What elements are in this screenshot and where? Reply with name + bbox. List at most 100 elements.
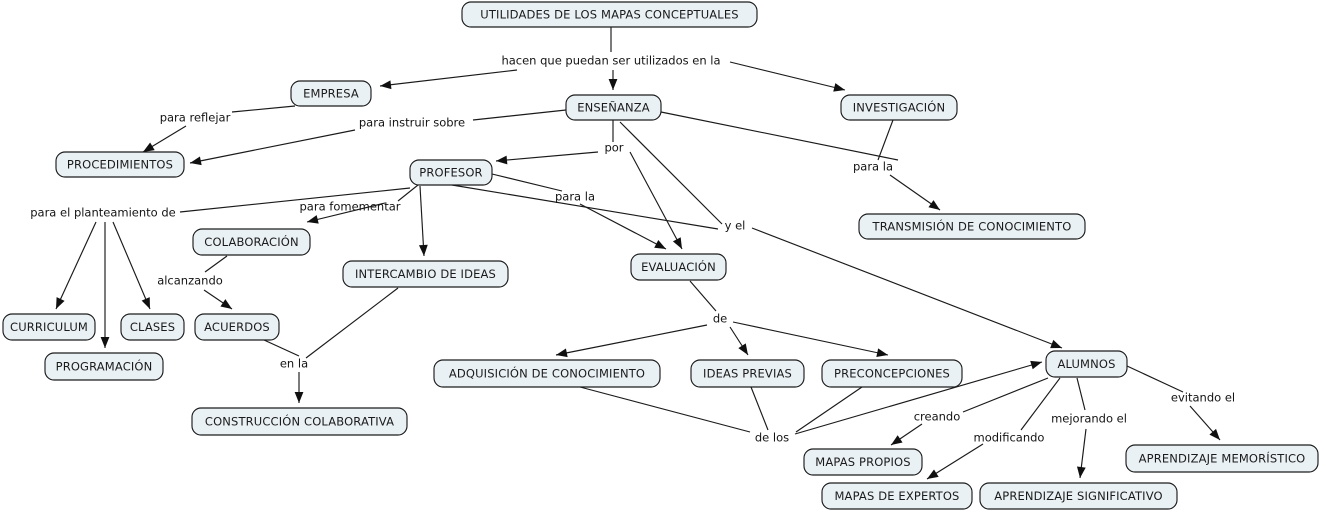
concept-node-ensenanza[interactable]: ENSEÑANZA	[565, 94, 662, 121]
arrow-head-icon	[928, 200, 940, 210]
node-box[interactable]	[55, 151, 185, 178]
edge	[491, 173, 563, 192]
node-box[interactable]	[290, 80, 372, 107]
concept-node-transmision[interactable]: TRANSMISIÓN DE CONOCIMIENTO	[858, 213, 1086, 240]
node-box[interactable]	[44, 352, 164, 381]
arrow-head-icon	[1209, 428, 1220, 440]
concept-node-alumnos[interactable]: ALUMNOS	[1045, 350, 1128, 378]
edge-line	[231, 105, 296, 113]
edge-line	[579, 203, 667, 250]
node-box[interactable]	[120, 313, 185, 341]
edge	[379, 69, 518, 90]
concept-node-procedimientos[interactable]: PROCEDIMIENTOS	[55, 151, 185, 178]
concept-node-memoristico[interactable]: APRENDIZAJE MEMORÍSTICO	[1125, 444, 1319, 473]
node-label: INTERCAMBIO DE IDEAS	[355, 267, 496, 281]
edge	[729, 326, 749, 356]
link-phrase-l_parala1: para la	[853, 160, 893, 174]
node-box[interactable]	[461, 1, 758, 28]
edge	[418, 185, 428, 257]
concept-node-significativo[interactable]: APRENDIZAJE SIGNIFICATIVO	[979, 482, 1178, 510]
edge	[795, 386, 863, 433]
edge-line	[397, 184, 419, 202]
concept-node-curriculum[interactable]: CURRICULUM	[2, 313, 96, 341]
node-label: COLABORACIÓN	[204, 234, 298, 249]
node-box[interactable]	[192, 228, 311, 256]
concept-node-construccion[interactable]: CONSTRUCCIÓN COLABORATIVA	[191, 407, 408, 436]
node-box[interactable]	[690, 359, 805, 388]
edge	[112, 221, 151, 310]
edge-line	[179, 187, 411, 213]
link-phrase-l_reflejar: para reflejar	[160, 111, 231, 125]
node-box[interactable]	[821, 482, 973, 510]
node-box[interactable]	[2, 313, 96, 341]
node-label: EMPRESA	[303, 87, 359, 101]
node-box[interactable]	[194, 313, 280, 341]
edge	[619, 121, 723, 225]
concept-node-adquisicion[interactable]: ADQUISICIÓN DE CONOCIMIENTO	[433, 359, 661, 388]
edge	[294, 372, 304, 403]
arrow-head-icon	[56, 297, 65, 309]
concept-node-preconcepciones[interactable]: PRECONCEPCIONES	[821, 359, 963, 388]
arrow-head-icon	[1030, 360, 1042, 370]
concept-node-intercambio[interactable]: INTERCAMBIO DE IDEAS	[342, 260, 509, 288]
link-phrase-l_alcanzando: alcanzando	[157, 274, 223, 288]
concept-node-acuerdos[interactable]: ACUERDOS	[194, 313, 280, 341]
node-label: PROCEDIMIENTOS	[67, 158, 173, 172]
arrow-head-icon	[143, 142, 155, 152]
edge	[732, 321, 889, 358]
arrow-head-icon	[380, 80, 392, 90]
edge-line	[419, 185, 425, 257]
concept-node-profesor[interactable]: PROFESOR	[409, 159, 493, 186]
node-label: MAPAS PROPIOS	[815, 455, 910, 469]
concept-node-programacion[interactable]: PROGRAMACIÓN	[44, 352, 164, 381]
edge	[889, 174, 941, 211]
concept-node-utilidades[interactable]: UTILIDADES DE LOS MAPAS CONCEPTUALES	[461, 1, 758, 28]
node-box[interactable]	[565, 94, 662, 121]
edge	[962, 377, 1049, 413]
node-box[interactable]	[1045, 350, 1128, 378]
edge	[729, 61, 846, 92]
node-box[interactable]	[979, 482, 1178, 510]
arrow-head-icon	[220, 299, 232, 309]
concept-node-ideas_previas[interactable]: IDEAS PREVIAS	[690, 359, 805, 388]
arrow-head-icon	[738, 343, 748, 355]
node-box[interactable]	[191, 407, 408, 436]
node-label: ENSEÑANZA	[577, 100, 650, 115]
edge	[1076, 377, 1086, 411]
node-box[interactable]	[1125, 444, 1319, 473]
node-box[interactable]	[433, 359, 661, 388]
edge	[877, 119, 894, 161]
node-box[interactable]	[821, 359, 963, 388]
link-phrase-l_evitando: evitando el	[1171, 391, 1235, 405]
concept-node-mapas_expertos[interactable]: MAPAS DE EXPERTOS	[821, 482, 973, 510]
edge	[306, 202, 386, 224]
concept-node-empresa[interactable]: EMPRESA	[290, 80, 372, 107]
edge-line	[1076, 377, 1086, 411]
edge	[1076, 428, 1087, 479]
node-box[interactable]	[803, 448, 923, 476]
edge	[629, 151, 683, 250]
edge	[189, 129, 356, 166]
concept-node-colaboracion[interactable]: COLABORACIÓN	[192, 228, 311, 256]
concept-node-mapas_propios[interactable]: MAPAS PROPIOS	[803, 448, 923, 476]
node-box[interactable]	[840, 94, 958, 121]
edge-line	[306, 202, 386, 223]
node-box[interactable]	[630, 253, 727, 281]
link-phrase-l_instruir: para instruir sobre	[359, 116, 465, 130]
concept-node-evaluacion[interactable]: EVALUACIÓN	[630, 253, 727, 281]
edge	[579, 203, 667, 250]
concept-node-investigacion[interactable]: INVESTIGACIÓN	[840, 94, 958, 121]
arrow-head-icon	[418, 244, 428, 256]
node-label: APRENDIZAJE SIGNIFICATIVO	[994, 489, 1162, 503]
node-box[interactable]	[858, 213, 1086, 240]
edge-line	[751, 227, 1063, 349]
edge	[1126, 365, 1184, 393]
arrow-head-icon	[654, 240, 666, 249]
link-phrase-l_hacen: hacen que puedan ser utilizados en la	[501, 54, 720, 68]
concept-node-clases[interactable]: CLASES	[120, 313, 185, 341]
node-box[interactable]	[342, 260, 509, 288]
edge	[890, 423, 923, 446]
node-box[interactable]	[409, 159, 493, 186]
node-label: APRENDIZAJE MEMORÍSTICO	[1139, 451, 1306, 466]
